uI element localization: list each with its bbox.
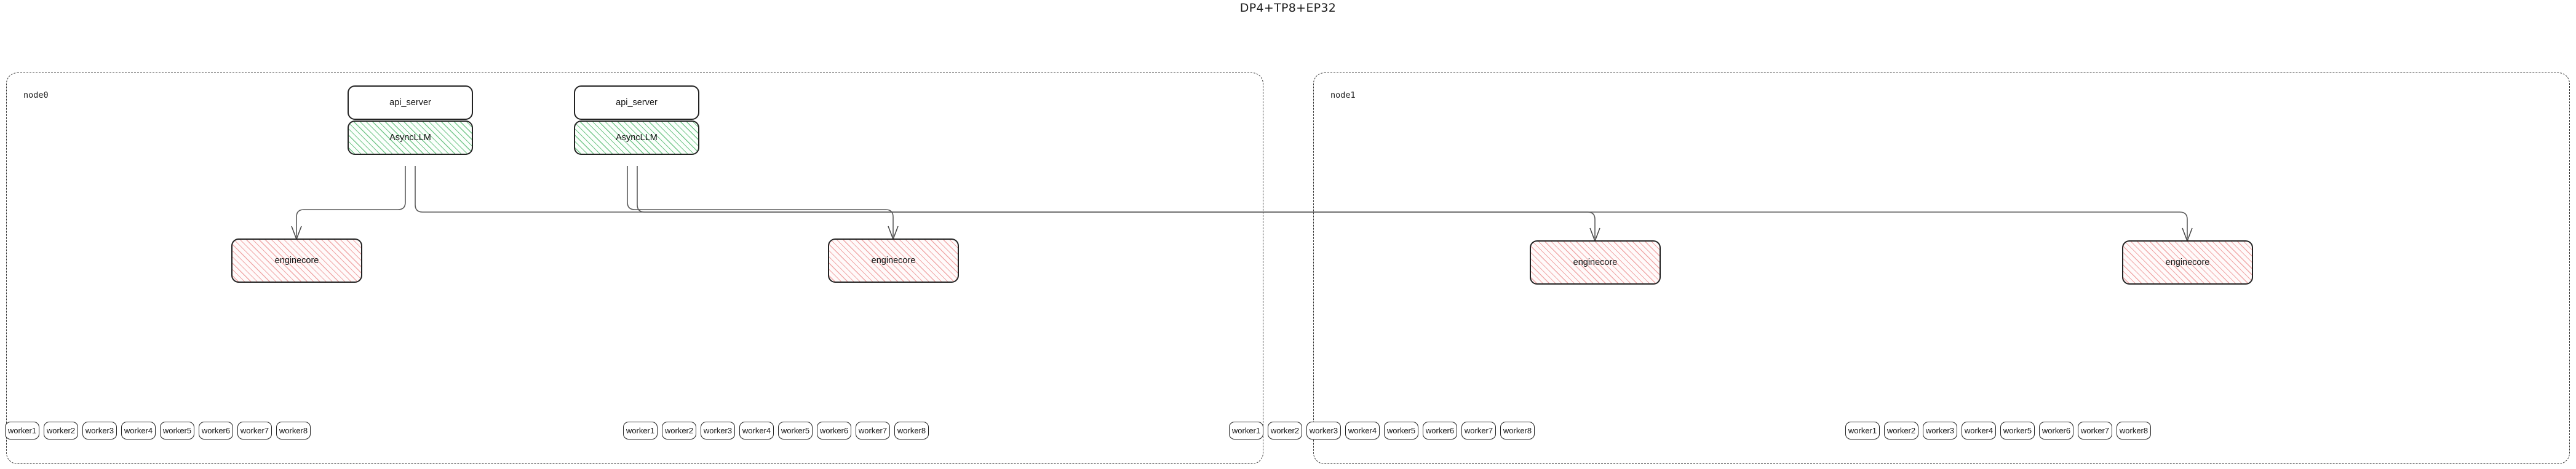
worker-label: worker4 [1348,426,1377,435]
api-server-label-0: api_server [389,98,431,108]
worker-box-g2-2[interactable]: worker2 [1268,422,1302,439]
worker-box-g0-4[interactable]: worker4 [121,422,156,439]
enginecore-box-0[interactable]: enginecore [231,238,362,283]
enginecore-label-3: enginecore [2165,258,2210,267]
worker-label: worker7 [858,426,888,435]
worker-label: worker7 [1464,426,1493,435]
worker-box-g3-5[interactable]: worker5 [2000,422,2035,439]
async-llm-label-0: AsyncLLM [389,133,431,143]
api-server-box-0[interactable]: api_server [348,85,473,120]
async-llm-label-1: AsyncLLM [616,133,658,143]
api-server-box-1[interactable]: api_server [574,85,699,120]
worker-label: worker3 [703,426,733,435]
enginecore-label-2: enginecore [1573,258,1618,267]
worker-label: worker7 [2080,426,2110,435]
worker-label: worker8 [279,426,308,435]
worker-box-g0-8[interactable]: worker8 [276,422,311,439]
worker-box-g0-3[interactable]: worker3 [82,422,117,439]
worker-label: worker4 [124,426,153,435]
enginecore-label-0: enginecore [274,256,319,266]
worker-box-g0-5[interactable]: worker5 [160,422,194,439]
worker-label: worker4 [1964,426,1994,435]
worker-label: worker5 [1386,426,1416,435]
worker-box-g2-4[interactable]: worker4 [1345,422,1380,439]
async-llm-box-0[interactable]: AsyncLLM [348,120,473,155]
worker-box-g0-6[interactable]: worker6 [199,422,233,439]
worker-label: worker3 [1925,426,1955,435]
enginecore-box-1[interactable]: enginecore [828,238,959,283]
worker-box-g2-8[interactable]: worker8 [1500,422,1535,439]
worker-label: worker3 [85,426,114,435]
api-server-label-1: api_server [616,98,658,108]
worker-label: worker6 [2041,426,2071,435]
worker-box-g3-1[interactable]: worker1 [1845,422,1880,439]
worker-label: worker6 [201,426,231,435]
worker-box-g3-7[interactable]: worker7 [2078,422,2112,439]
worker-box-g1-7[interactable]: worker7 [856,422,890,439]
worker-label: worker1 [1231,426,1261,435]
enginecore-box-3[interactable]: enginecore [2122,240,2253,285]
worker-label: worker3 [1309,426,1338,435]
worker-label: worker5 [162,426,192,435]
worker-box-g1-8[interactable]: worker8 [894,422,929,439]
worker-box-g3-4[interactable]: worker4 [1962,422,1996,439]
worker-label: worker1 [7,426,37,435]
worker-box-g3-3[interactable]: worker3 [1923,422,1957,439]
node-cluster-node0 [6,73,1263,464]
worker-label: worker1 [1848,426,1877,435]
worker-label: worker2 [1886,426,1916,435]
enginecore-box-2[interactable]: enginecore [1530,240,1661,285]
worker-label: worker4 [742,426,771,435]
async-llm-box-1[interactable]: AsyncLLM [574,120,699,155]
worker-label: worker7 [240,426,269,435]
worker-label: worker5 [781,426,810,435]
worker-label: worker8 [2119,426,2149,435]
enginecore-label-1: enginecore [871,256,916,266]
worker-label: worker2 [664,426,694,435]
worker-box-g2-6[interactable]: worker6 [1423,422,1457,439]
worker-box-g3-8[interactable]: worker8 [2117,422,2151,439]
worker-label: worker8 [1503,426,1532,435]
worker-box-g1-1[interactable]: worker1 [623,422,658,439]
worker-box-g2-7[interactable]: worker7 [1461,422,1496,439]
node-cluster-label-node0: node0 [23,90,49,100]
worker-box-g2-5[interactable]: worker5 [1384,422,1418,439]
worker-label: worker8 [897,426,926,435]
worker-box-g0-2[interactable]: worker2 [44,422,78,439]
node-cluster-node1 [1313,73,2570,464]
worker-box-g1-6[interactable]: worker6 [817,422,851,439]
node-cluster-label-node1: node1 [1330,90,1356,100]
worker-box-g1-5[interactable]: worker5 [778,422,813,439]
worker-box-g2-3[interactable]: worker3 [1306,422,1341,439]
worker-label: worker6 [1425,426,1455,435]
worker-box-g1-3[interactable]: worker3 [701,422,735,439]
worker-box-g0-1[interactable]: worker1 [5,422,39,439]
worker-box-g0-7[interactable]: worker7 [237,422,272,439]
worker-box-g2-1[interactable]: worker1 [1229,422,1263,439]
worker-label: worker5 [2003,426,2032,435]
worker-box-g1-4[interactable]: worker4 [739,422,774,439]
worker-label: worker1 [626,426,655,435]
diagram-title: DP4+TP8+EP32 [1239,1,1337,15]
worker-label: worker2 [46,426,76,435]
worker-box-g1-2[interactable]: worker2 [662,422,696,439]
worker-box-g3-2[interactable]: worker2 [1884,422,1918,439]
worker-label: worker2 [1270,426,1300,435]
worker-box-g3-6[interactable]: worker6 [2039,422,2073,439]
worker-label: worker6 [819,426,849,435]
